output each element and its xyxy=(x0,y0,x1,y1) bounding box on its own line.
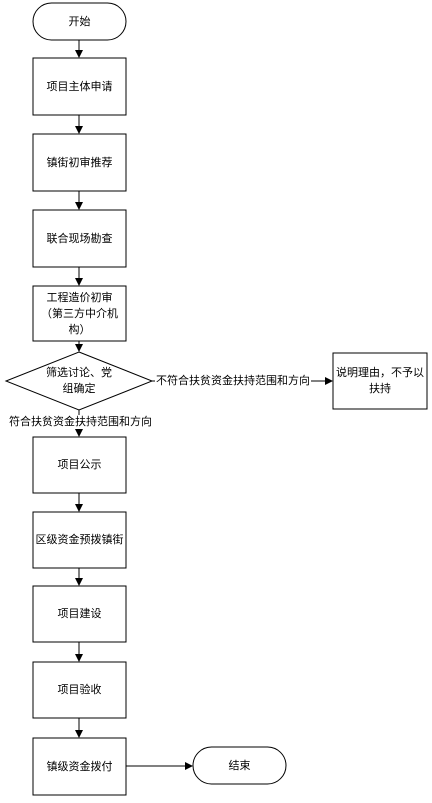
start-label: 开始 xyxy=(68,14,91,28)
step-label-site-survey: 联合现场勘查 xyxy=(46,231,113,245)
step-box-site-survey xyxy=(32,209,127,268)
step-label-apply: 项目主体申请 xyxy=(46,79,113,93)
reject-edge-label: 不符合扶贫资金扶持范围和方向 xyxy=(155,374,311,388)
decision-label: 筛选讨论、党组确定 xyxy=(46,366,112,395)
step-label-town-review: 镇街初审推荐 xyxy=(46,155,113,169)
step-box-construction xyxy=(32,585,127,643)
step-box-prefund xyxy=(32,511,127,569)
end-terminator xyxy=(192,746,287,785)
step-label-town-funding: 镇级资金拨付 xyxy=(46,759,113,773)
step-box-publicity xyxy=(32,436,127,494)
step-box-apply xyxy=(32,57,127,116)
step-label-prefund: 区级资金预拨镇街 xyxy=(35,533,124,546)
end-label: 结束 xyxy=(228,758,251,772)
reject-box xyxy=(332,352,428,410)
accept-edge-label: 符合扶贫资金扶持范围和方向 xyxy=(8,415,153,429)
step-box-acceptance xyxy=(32,661,127,719)
reject-box-label: 说明理由，不予以扶持 xyxy=(336,366,424,395)
step-label-publicity: 项目公示 xyxy=(57,458,102,471)
step-box-town-funding xyxy=(32,737,127,796)
step-label-construction: 项目建设 xyxy=(57,607,102,620)
step-label-acceptance: 项目验收 xyxy=(57,683,102,696)
step-label-cost-review: 工程造价初审（第三方中介机构） xyxy=(41,290,118,336)
step-box-town-review xyxy=(32,133,127,192)
